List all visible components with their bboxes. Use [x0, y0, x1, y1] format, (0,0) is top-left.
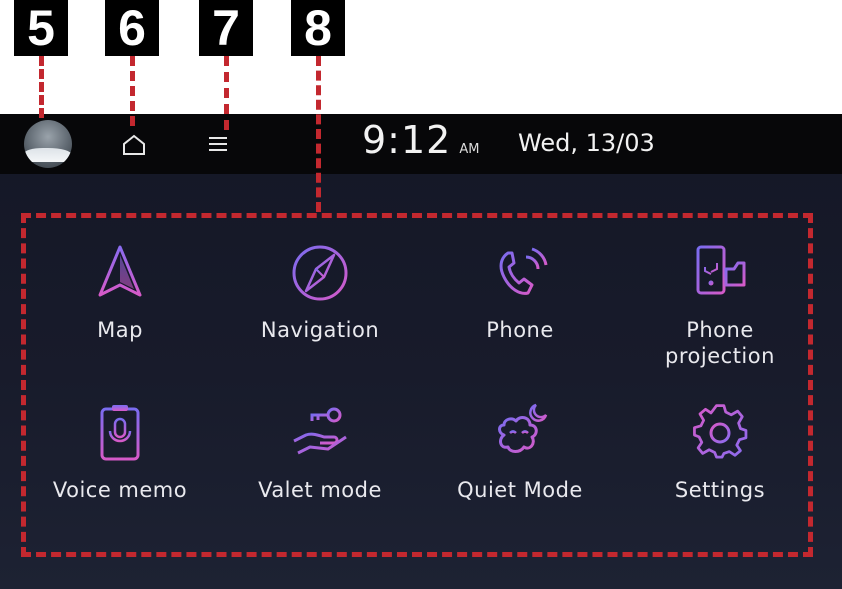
quiet-mode-icon	[498, 403, 548, 453]
clock-ampm: AM	[459, 142, 480, 157]
callout-5: 5	[14, 0, 68, 56]
profile-avatar[interactable]	[24, 120, 72, 168]
app-label: Navigation	[260, 318, 380, 342]
status-bar: 9:12 AM Wed, 13/03	[0, 114, 842, 174]
map-arrow-icon	[98, 245, 142, 297]
app-voice-memo[interactable]: Voice memo	[20, 377, 220, 543]
voice-memo-icon	[100, 405, 140, 461]
compass-icon	[292, 245, 348, 301]
gear-icon	[693, 404, 748, 459]
phone-projection-icon	[696, 245, 746, 295]
callout-6: 6	[105, 0, 159, 56]
app-label: Map	[97, 318, 143, 342]
clock: 9:12 AM	[362, 118, 479, 168]
infotainment-screen: 9:12 AM Wed, 13/03	[0, 114, 842, 589]
app-label: Settings	[674, 478, 766, 502]
app-label: Quiet Mode	[457, 478, 583, 502]
app-grid: Map Navigation Phone Phone projec	[20, 215, 822, 555]
app-phone-projection[interactable]: Phone projection	[620, 215, 820, 377]
menu-icon[interactable]	[207, 135, 229, 153]
app-settings[interactable]: Settings	[620, 377, 820, 543]
callout-line-8	[316, 56, 321, 212]
clock-time: 9:12	[362, 118, 452, 162]
app-quiet-mode[interactable]: Quiet Mode	[420, 377, 620, 543]
callout-line-6	[130, 56, 135, 126]
app-label: Voice memo	[52, 478, 188, 502]
phone-icon	[499, 247, 548, 295]
app-label: Valet mode	[258, 478, 382, 502]
app-label: Phone projection	[665, 318, 775, 368]
callout-7: 7	[199, 0, 253, 56]
callout-line-7	[224, 56, 229, 130]
home-icon[interactable]	[121, 133, 147, 157]
app-label: Phone	[486, 318, 554, 342]
callout-8: 8	[291, 0, 345, 56]
app-navigation[interactable]: Navigation	[220, 215, 420, 377]
app-valet-mode[interactable]: Valet mode	[220, 377, 420, 543]
callout-line-5	[39, 56, 44, 118]
highlight-frame	[21, 213, 813, 557]
date-display: Wed, 13/03	[518, 129, 655, 157]
app-map[interactable]: Map	[20, 215, 220, 377]
valet-icon	[293, 407, 347, 455]
app-phone[interactable]: Phone	[420, 215, 620, 377]
